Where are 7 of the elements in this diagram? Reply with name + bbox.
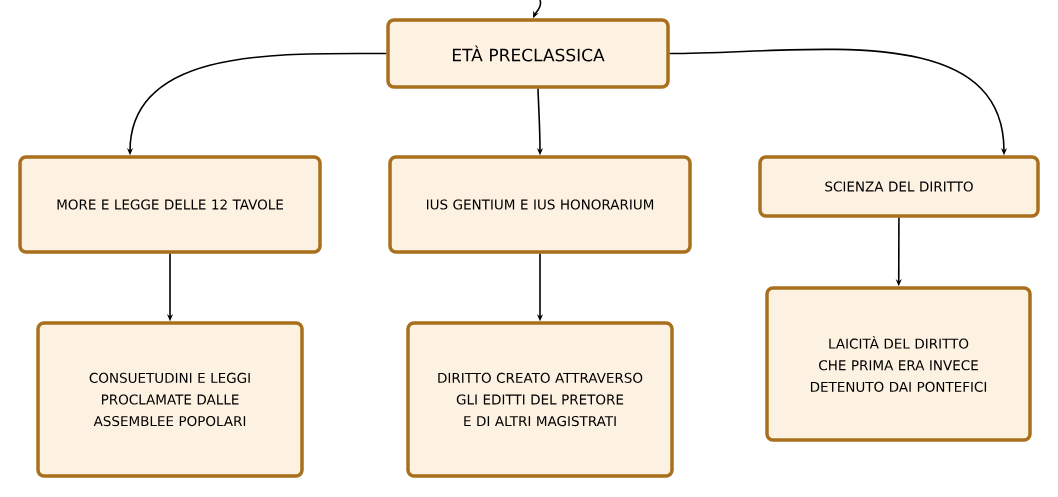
concept-box: DIRITTO CREATO ATTRAVERSO GLI EDITTI DEL PRETORE E DI ALTRI MAGISTRATI xyxy=(406,321,674,478)
concept-box: IUS GENTIUM E IUS HONORARIUM xyxy=(388,155,692,254)
title-box: ETÀ PRECLASSICA xyxy=(386,18,670,89)
concept-box: LAICITÀ DEL DIRITTO CHE PRIMA ERA INVECE DETENUTO DAI PONTEFICI xyxy=(765,286,1032,442)
concept-box: CONSUETUDINI E LEGGI PROCLAMATE DALLE ASSEMBLEE POPOLARI xyxy=(36,321,304,478)
concept-box: MORE E LEGGE DELLE 12 TAVOLE xyxy=(18,155,322,254)
concept-box: SCIENZA DEL DIRITTO xyxy=(758,155,1040,218)
